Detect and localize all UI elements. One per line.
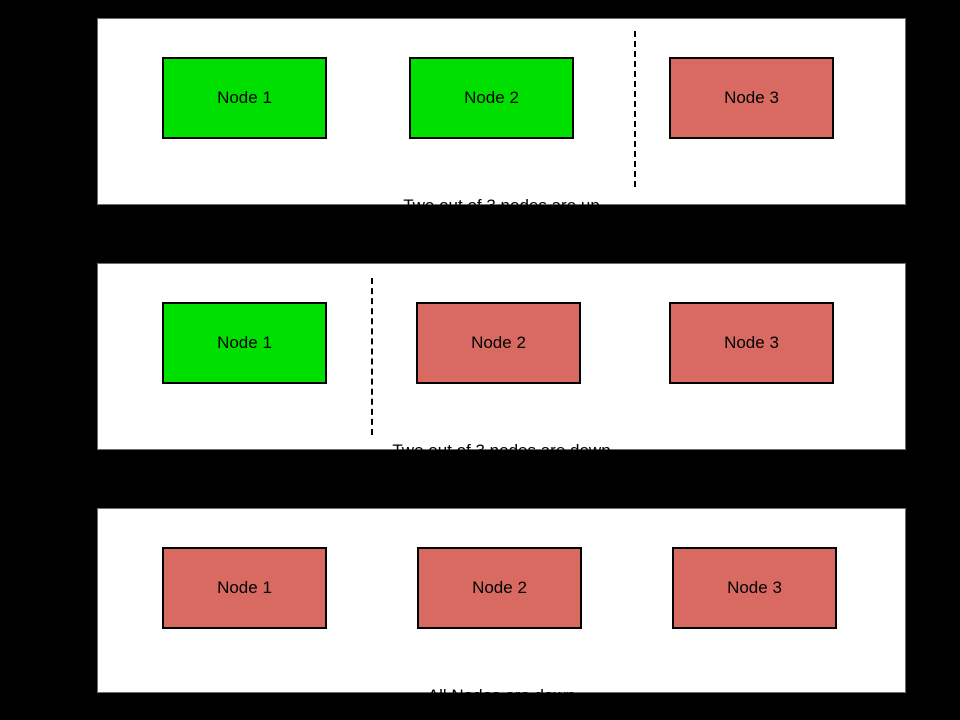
node-2-box: Node 2 [416,302,581,384]
scenario-panel-majority-down: Node 1 Node 2 Node 3 Two out of 3 nodes … [97,263,906,526]
node-label: Node 1 [217,578,272,597]
node-label: Node 3 [724,333,779,352]
node-label: Node 3 [724,88,779,107]
node-1-box: Node 1 [162,57,327,139]
node-3-box: Node 3 [669,57,834,139]
scenario-panel-majority-up: Node 1 Node 2 Node 3 Two out of 3 nodes … [97,18,906,281]
node-label: Node 2 [471,333,526,352]
caption-line-1: Two out of 3 nodes are up [403,196,600,215]
partition-dashed-line [371,278,373,435]
node-label: Node 1 [217,88,272,107]
node-3-box: Node 3 [669,302,834,384]
scenario-caption: All Nodes are down Majority Fails & Clus… [98,641,905,720]
node-label: Node 1 [217,333,272,352]
node-2-box: Node 2 [409,57,574,139]
node-2-box: Node 2 [417,547,582,629]
node-label: Node 2 [472,578,527,597]
node-3-box: Node 3 [672,547,837,629]
partition-dashed-line [634,31,636,187]
node-label: Node 2 [464,88,519,107]
caption-line-1: All Nodes are down [427,686,576,705]
node-1-box: Node 1 [162,302,327,384]
scenario-panel-all-down: Node 1 Node 2 Node 3 All Nodes are down … [97,508,906,705]
node-label: Node 3 [727,578,782,597]
node-1-box: Node 1 [162,547,327,629]
caption-line-1: Two out of 3 nodes are down [392,441,611,460]
